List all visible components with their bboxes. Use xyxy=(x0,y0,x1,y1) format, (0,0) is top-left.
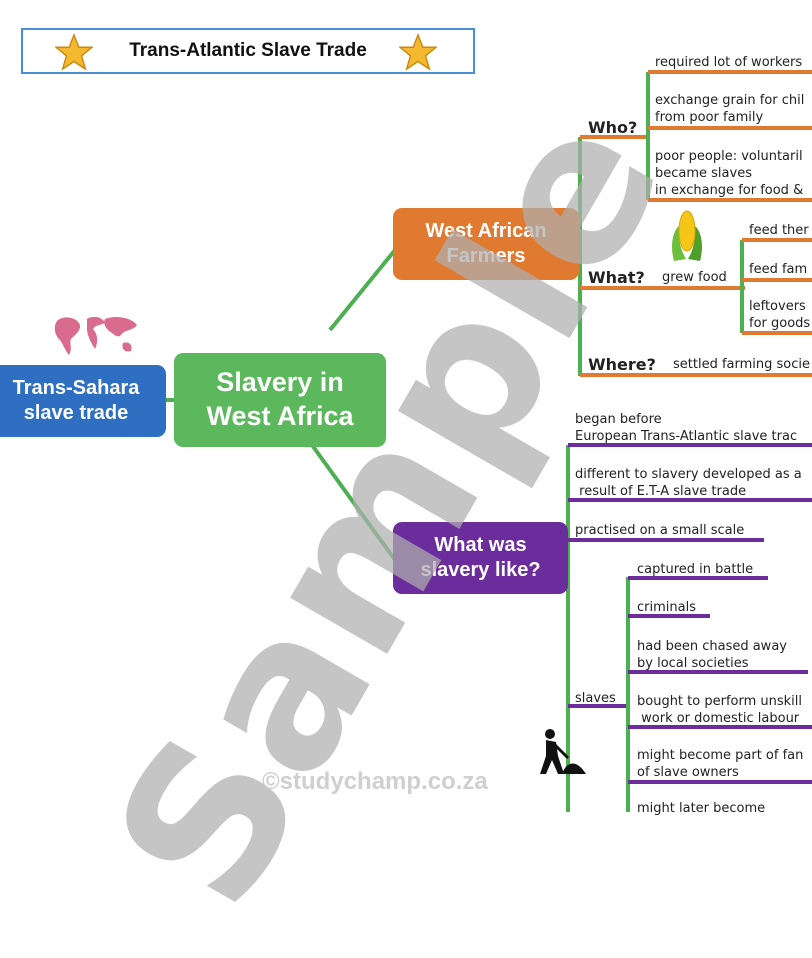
where-label: Where? xyxy=(588,355,656,374)
slavery-item: practised on a small scale xyxy=(575,523,745,538)
what-label: What? xyxy=(588,268,645,287)
who-item: required lot of workers xyxy=(655,55,803,70)
page-title: Trans-Atlantic Slave Trade xyxy=(129,40,367,61)
central-topic-node[interactable]: Slavery in West Africa xyxy=(174,353,386,447)
trans-sahara-node[interactable]: Trans-Sahara slave trade xyxy=(0,365,166,437)
farmers-node[interactable]: West African Farmers xyxy=(393,208,579,280)
worker-icon xyxy=(540,729,586,774)
slavery-item: began before European Trans-Atlantic sla… xyxy=(575,412,798,444)
slaves-item: criminals xyxy=(637,600,696,615)
connector-central-to-farmers xyxy=(328,248,397,332)
slaves-item: might later become xyxy=(637,801,766,816)
corn-icon xyxy=(672,210,702,261)
central-topic-label: Slavery in West Africa xyxy=(206,367,354,431)
connector-central-to-slavery xyxy=(310,443,397,562)
footer-credit: ©studychamp.co.za xyxy=(262,768,488,795)
slavery-label: What was slavery like? xyxy=(420,534,541,581)
world-map-icon xyxy=(54,316,137,355)
mind-map-canvas xyxy=(164,70,812,812)
slavery-node[interactable]: What was slavery like? xyxy=(393,522,568,594)
slaves-label: slaves xyxy=(575,691,616,706)
who-label: Who? xyxy=(588,118,638,137)
who-item: exchange grain for chil from poor family xyxy=(655,93,805,125)
title-box: Trans-Atlantic Slave Trade xyxy=(21,28,475,74)
slaves-item: might become part of fan of slave owners xyxy=(637,748,804,780)
where-item: settled farming socie xyxy=(673,357,811,372)
who-item: poor people: voluntaril became slaves in… xyxy=(655,149,804,198)
what-item: feed ther xyxy=(749,223,809,238)
farmers-label: West African Farmers xyxy=(425,220,547,267)
slavery-item: different to slavery developed as a resu… xyxy=(575,467,802,499)
trans-sahara-label: Trans-Sahara slave trade xyxy=(12,377,140,424)
star-icon xyxy=(399,33,437,71)
slaves-item: captured in battle xyxy=(637,562,754,577)
star-icon xyxy=(55,33,93,71)
grew-food-label: grew food xyxy=(662,270,727,285)
what-item: feed fam xyxy=(749,262,808,277)
slaves-item: had been chased away by local societies xyxy=(637,639,787,671)
what-item: leftovers for goods xyxy=(749,299,811,331)
slaves-item: bought to perform unskill work or domest… xyxy=(637,694,803,726)
